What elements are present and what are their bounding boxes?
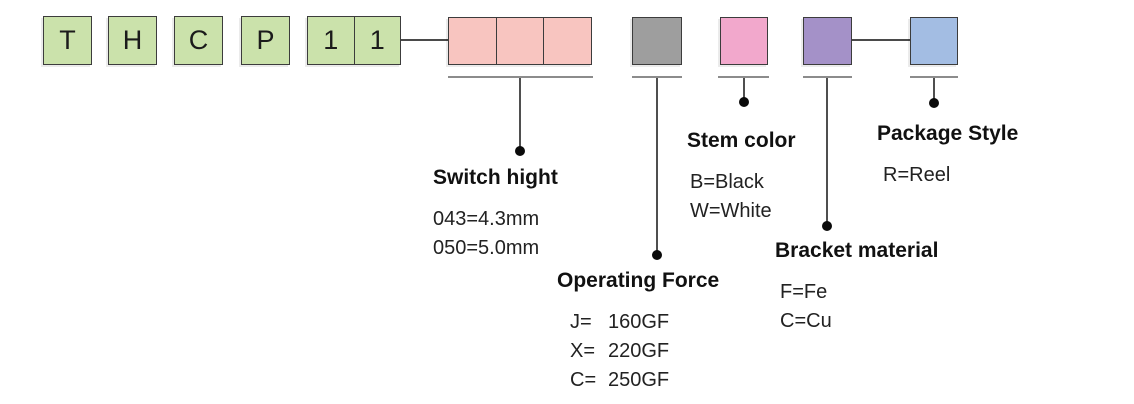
option-value: 220GF bbox=[608, 340, 670, 362]
bullet-dot bbox=[515, 146, 525, 156]
prefix-letter: H bbox=[122, 25, 143, 55]
bullet-dot bbox=[739, 97, 749, 107]
package-style-box bbox=[910, 17, 958, 65]
operating-force-label: Operating Force J= 160GF X= 220GF C= 250GF bbox=[557, 268, 719, 395]
code-cell bbox=[449, 18, 496, 64]
prefix-digit: 1 bbox=[323, 25, 339, 55]
bullet-dot bbox=[929, 98, 939, 108]
bracket-material-box bbox=[803, 17, 852, 65]
option-code: X= bbox=[570, 340, 596, 362]
prefix-box-c: C bbox=[174, 16, 223, 65]
field-title: Bracket material bbox=[775, 239, 939, 262]
option-value: 160GF bbox=[608, 311, 670, 333]
underline bbox=[910, 76, 958, 78]
prefix-letter: C bbox=[188, 25, 209, 55]
option: C= 250GF bbox=[570, 366, 719, 395]
leader-line bbox=[743, 78, 745, 99]
operating-force-box bbox=[632, 17, 682, 65]
connector-line bbox=[401, 39, 448, 41]
option: 050=5.0mm bbox=[433, 237, 540, 259]
prefix-box-h: H bbox=[108, 16, 157, 65]
option: B=Black bbox=[690, 171, 764, 193]
leader-line bbox=[933, 78, 935, 100]
option: X= 220GF bbox=[570, 337, 719, 366]
connector-line bbox=[852, 39, 910, 41]
prefix-letter: P bbox=[256, 25, 275, 55]
field-title: Operating Force bbox=[557, 269, 720, 292]
leader-line bbox=[826, 78, 828, 223]
underline bbox=[632, 76, 682, 78]
bullet-dot bbox=[822, 221, 832, 231]
option: F=Fe bbox=[780, 281, 828, 303]
option: 043=4.3mm bbox=[433, 208, 540, 230]
switch-height-label: Switch hight 043=4.3mm 050=5.0mm bbox=[433, 165, 558, 263]
code-cell bbox=[495, 18, 544, 64]
option: R=Reel bbox=[883, 164, 951, 186]
leader-line bbox=[656, 78, 658, 252]
underline bbox=[718, 76, 769, 78]
code-cell bbox=[543, 18, 591, 64]
underline bbox=[803, 76, 852, 78]
prefix-box-t: T bbox=[43, 16, 92, 65]
option-value: 250GF bbox=[608, 369, 670, 391]
option-code: C= bbox=[570, 369, 597, 391]
prefix-digit: 1 bbox=[353, 17, 401, 64]
leader-line bbox=[519, 78, 521, 148]
option-code: J= bbox=[570, 311, 592, 333]
field-title: Switch hight bbox=[433, 166, 558, 189]
bracket-material-label: Bracket material F=Fe C=Cu bbox=[775, 238, 938, 336]
switch-height-box bbox=[448, 17, 592, 65]
prefix-box-11: 1 1 bbox=[307, 16, 401, 65]
option: W=White bbox=[690, 200, 772, 222]
prefix-box-p: P bbox=[241, 16, 290, 65]
bullet-dot bbox=[652, 250, 662, 260]
field-title: Package Style bbox=[877, 122, 1019, 145]
option: C=Cu bbox=[780, 310, 832, 332]
field-title: Stem color bbox=[687, 129, 796, 152]
package-style-label: Package Style R=Reel bbox=[877, 121, 1018, 190]
stem-color-box bbox=[720, 17, 768, 65]
option: J= 160GF bbox=[570, 308, 719, 337]
prefix-letter: T bbox=[59, 25, 76, 55]
stem-color-label: Stem color B=Black W=White bbox=[687, 128, 796, 226]
underline bbox=[448, 76, 593, 78]
